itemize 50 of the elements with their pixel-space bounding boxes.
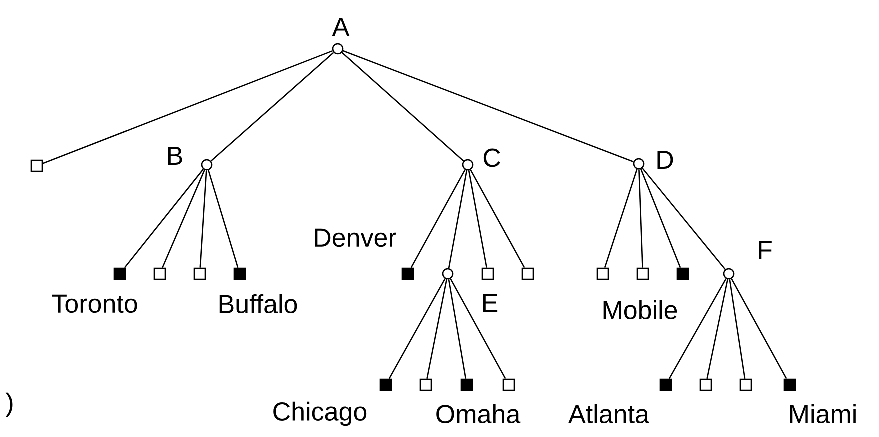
tree-edge [706, 279, 728, 379]
city-label: Buffalo [220, 294, 298, 314]
leaf-square [596, 268, 610, 280]
leaf-square [740, 378, 752, 392]
tree-edge [210, 52, 334, 162]
node-letter: C [484, 148, 500, 168]
tree-edge [448, 279, 467, 379]
leaf-square [502, 378, 516, 392]
city-label: Omaha [436, 404, 521, 424]
leaf-square [194, 268, 206, 280]
node-letter: A [332, 18, 350, 36]
tree-edge [342, 52, 464, 162]
tree-edge [640, 169, 682, 268]
tree-edge [448, 170, 468, 269]
city-label: Mobile [604, 300, 678, 320]
tree-edge [642, 168, 726, 270]
tree-edge [200, 170, 208, 268]
fragment-text: ) [6, 392, 13, 418]
node-letter: F [759, 241, 772, 259]
city-label: Atlanta [568, 404, 650, 424]
tree-edge [208, 170, 239, 268]
tree-edge [729, 279, 746, 379]
tree-edge [162, 170, 206, 268]
node-letter: D [658, 151, 674, 169]
city-label: Chicago [274, 402, 367, 426]
tree-edge [388, 278, 446, 380]
tree-edge [42, 50, 333, 164]
city-label: Miami [790, 404, 856, 424]
city-label: Toronto [52, 294, 138, 314]
leaf-square [420, 378, 432, 392]
tree-edge [426, 279, 448, 379]
tree-edge [604, 169, 638, 268]
tree-edge [124, 169, 204, 268]
leaf-square [636, 268, 650, 280]
leaf-square [522, 268, 534, 280]
tree-edge [668, 278, 727, 380]
node-letter: B [168, 147, 182, 165]
tree-edge [450, 278, 506, 380]
node-letter: E [483, 294, 498, 312]
tree-edge [343, 50, 634, 163]
leaf-square [482, 268, 494, 280]
tree-edge [470, 170, 526, 268]
leaf-square [30, 160, 44, 172]
leaf-square [700, 378, 712, 392]
tree-edge [468, 170, 488, 268]
tree-edge [410, 170, 466, 268]
city-label: Denver [315, 228, 396, 248]
tree-edge [731, 278, 788, 380]
leaf-square [154, 268, 166, 280]
tree-edge [638, 170, 644, 268]
